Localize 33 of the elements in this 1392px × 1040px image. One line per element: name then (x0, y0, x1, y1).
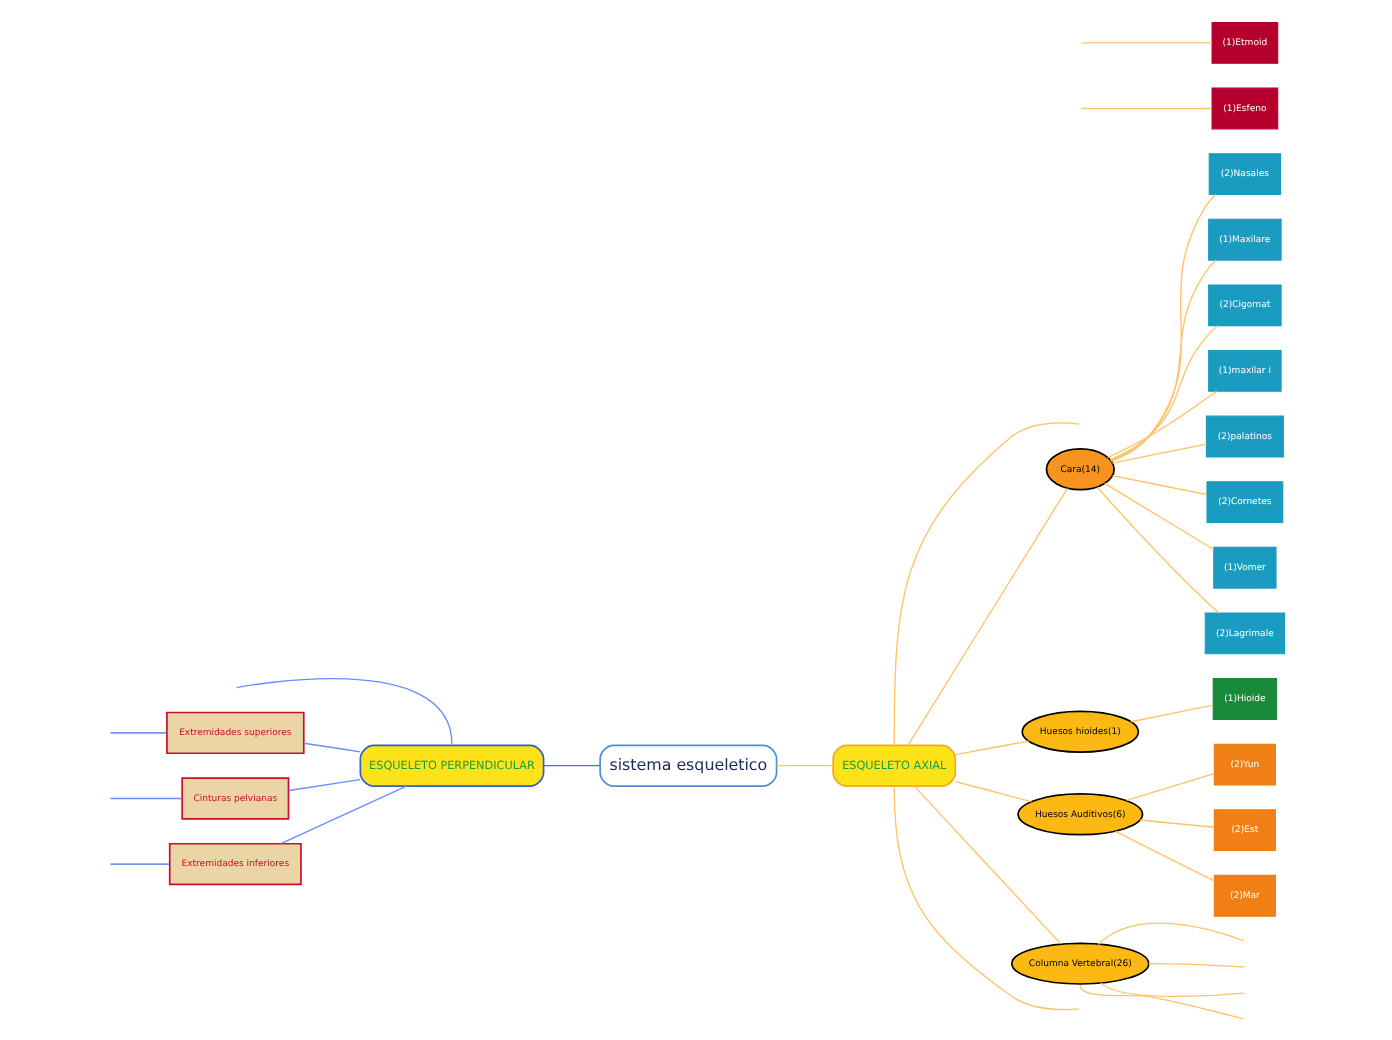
connector (1125, 771, 1214, 801)
connector (108, 731, 167, 733)
connector (906, 486, 1068, 745)
connector (892, 785, 1079, 1010)
connector (1129, 703, 1213, 722)
connector (953, 739, 1029, 755)
connector (302, 741, 360, 752)
connector (1106, 389, 1217, 458)
connector (1108, 324, 1218, 460)
connector (1110, 473, 1207, 495)
connector (1147, 961, 1244, 967)
connector (1078, 983, 1244, 1019)
connector (912, 784, 1061, 944)
connector (892, 421, 1079, 744)
connector (775, 764, 833, 766)
connector (953, 779, 1032, 802)
connector (1113, 829, 1214, 881)
connector (541, 764, 600, 766)
connector (1103, 481, 1214, 550)
connector (108, 862, 170, 864)
connector (279, 784, 407, 844)
connector (287, 777, 360, 791)
connector (1095, 485, 1219, 613)
connector (1099, 981, 1244, 997)
connector (108, 796, 182, 799)
connector (1109, 258, 1216, 461)
connector (1079, 41, 1212, 43)
connector (1138, 818, 1214, 827)
connector (1096, 921, 1244, 945)
connector (1110, 442, 1207, 463)
connector (234, 677, 452, 744)
connector (1079, 106, 1212, 109)
connector (1109, 192, 1216, 461)
